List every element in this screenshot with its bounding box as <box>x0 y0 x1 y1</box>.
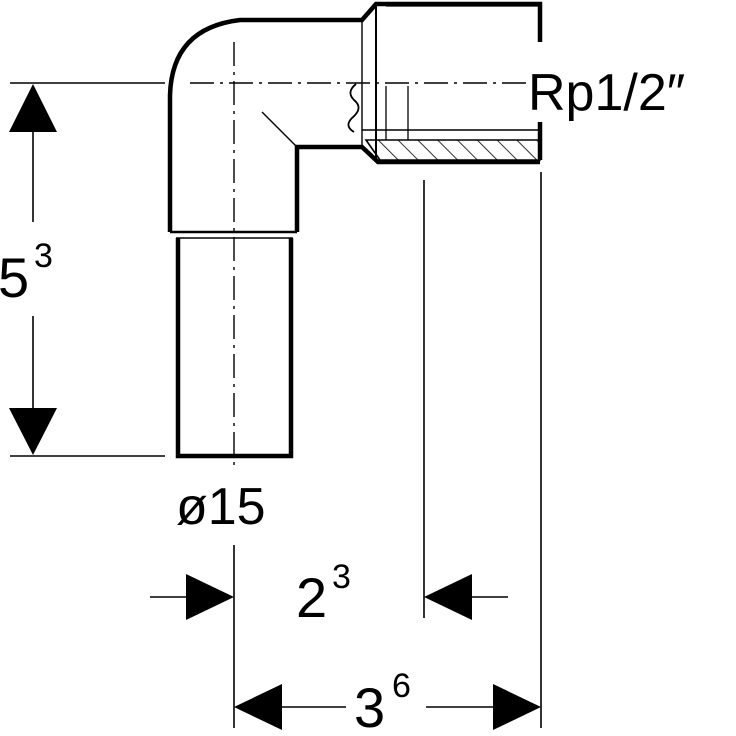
dimension-height: 5 3 <box>0 84 57 455</box>
dim-height-exponent: 3 <box>34 237 53 275</box>
thread-size-label: Rp1/2″ <box>528 64 685 122</box>
center-lines <box>190 42 530 470</box>
arrow-right <box>186 574 234 620</box>
pipe-body <box>175 238 294 459</box>
arrow-left <box>424 574 472 620</box>
socket-bottom <box>348 144 540 165</box>
elbow-fitting <box>167 1 543 459</box>
arrow-up <box>9 84 57 132</box>
dimension-outer: 3 6 <box>234 667 541 736</box>
thread-hatching <box>364 139 541 161</box>
dimension-inner: 2 3 <box>150 558 508 629</box>
dim-height-value: 5 <box>0 246 29 309</box>
arrow-left-outer <box>234 684 282 730</box>
extension-lines <box>10 82 542 728</box>
arrow-right-outer <box>493 684 541 730</box>
break-line <box>347 83 360 133</box>
arrow-down <box>9 408 57 455</box>
internal-wall-line <box>261 111 297 147</box>
dim-inner-exponent: 3 <box>332 558 351 596</box>
dim-inner-value: 2 <box>296 566 327 629</box>
dim-outer-value: 3 <box>354 676 385 736</box>
elbow-inner-contour <box>294 144 348 232</box>
dim-outer-exponent: 6 <box>392 667 411 705</box>
pipe-diameter-label: ø15 <box>176 478 266 536</box>
elbow-outer-contour <box>167 1 543 232</box>
